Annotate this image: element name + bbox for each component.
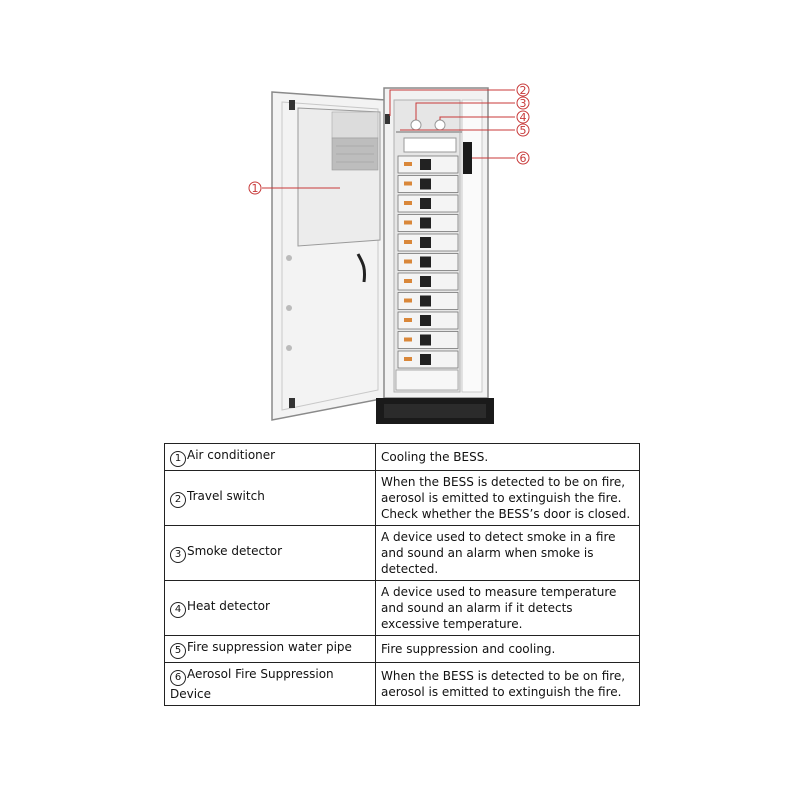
component-description: When the BESS is detected to be on fire,…	[375, 662, 640, 706]
item-number: 4	[170, 602, 186, 618]
module-fan-icon	[420, 198, 431, 209]
item-number: 6	[170, 670, 186, 686]
callout-lines	[262, 89, 515, 189]
component-name: Smoke detector	[187, 544, 283, 558]
module-terminal	[404, 162, 412, 166]
component-description: Cooling the BESS.	[375, 443, 640, 471]
air-conditioner-unit	[297, 107, 381, 247]
module-fan-icon	[420, 276, 431, 287]
module-terminal	[404, 279, 412, 283]
callout-marker-6: 6	[516, 151, 530, 165]
module-fan-icon	[420, 295, 431, 307]
module-terminal	[404, 181, 412, 186]
aerosol-fire-suppression-device	[463, 142, 472, 174]
svg-text:6: 6	[520, 152, 527, 165]
item-number: 2	[170, 492, 186, 508]
module-terminal	[404, 201, 412, 205]
svg-text:1: 1	[252, 182, 259, 195]
bess-cabinet-illustration: 1 2 3 4 5 6	[248, 83, 530, 424]
module-terminal	[404, 220, 412, 225]
module-fan-icon	[420, 354, 431, 365]
module-fan-icon	[420, 334, 431, 346]
callout-marker-5: 5	[516, 123, 530, 137]
module-terminal	[404, 298, 412, 303]
item-number: 3	[170, 547, 186, 563]
cabinet-base	[376, 369, 494, 424]
item-number: 1	[170, 451, 186, 467]
callout-marker-1: 1	[248, 181, 262, 195]
smoke-detector	[410, 119, 422, 131]
module-fan-icon	[420, 159, 431, 170]
component-name: Travel switch	[187, 489, 265, 503]
component-name: Aerosol Fire Suppression Device	[170, 667, 334, 701]
svg-text:3: 3	[520, 97, 527, 110]
battery-module-stack	[397, 155, 459, 369]
component-description: When the BESS is detected to be on fire,…	[375, 470, 640, 526]
module-terminal	[404, 318, 412, 322]
module-terminal	[404, 259, 412, 264]
component-description: A device used to detect smoke in a fire …	[375, 525, 640, 581]
component-name: Fire suppression water pipe	[187, 640, 352, 654]
module-terminal	[404, 337, 412, 342]
callout-marker-3: 3	[516, 96, 530, 110]
module-terminal	[404, 357, 412, 361]
callout-markers: 1 2 3 4 5 6	[248, 83, 530, 195]
heat-detector	[434, 119, 446, 131]
module-terminal	[404, 240, 412, 244]
module-fan-icon	[420, 237, 431, 248]
callout-line-4	[439, 116, 515, 120]
module-fan-icon	[420, 178, 431, 190]
component-description: A device used to measure temperature and…	[375, 580, 640, 636]
callout-line-2	[389, 89, 515, 116]
svg-text:5: 5	[520, 124, 527, 137]
component-name: Heat detector	[187, 599, 270, 613]
module-fan-icon	[420, 315, 431, 326]
component-name: Air conditioner	[187, 448, 276, 462]
callout-marker-2: 2	[516, 83, 530, 97]
travel-switch	[385, 114, 390, 124]
callout-line-3	[415, 102, 515, 120]
svg-text:2: 2	[520, 84, 527, 97]
module-fan-icon	[420, 217, 431, 229]
svg-text:4: 4	[520, 111, 527, 124]
cabinet-door	[271, 91, 387, 421]
item-number: 5	[170, 643, 186, 659]
module-fan-icon	[420, 256, 431, 268]
callout-marker-4: 4	[516, 110, 530, 124]
component-description: Fire suppression and cooling.	[375, 635, 640, 663]
